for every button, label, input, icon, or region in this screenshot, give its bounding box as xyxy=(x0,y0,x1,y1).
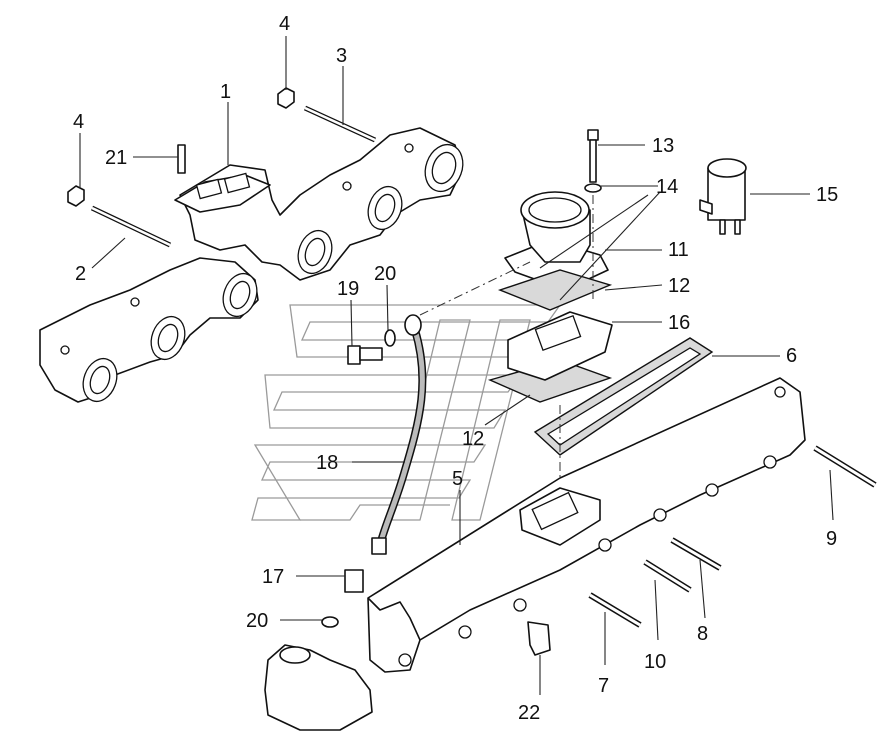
callout-16: 16 xyxy=(668,312,690,334)
callout-4-left: 4 xyxy=(73,111,84,133)
callout-1: 1 xyxy=(220,81,231,103)
alignment-lines xyxy=(419,195,594,480)
turbocharger-fragment xyxy=(264,644,373,731)
bolt-8 xyxy=(670,537,722,571)
callout-6: 6 xyxy=(786,345,797,367)
callout-20-lower: 20 xyxy=(246,610,268,632)
callout-labels: 1 2 3 4 4 5 6 7 8 9 10 11 12 12 13 14 15… xyxy=(73,13,838,724)
banjo-bolt-19 xyxy=(347,345,383,365)
sensor-15 xyxy=(699,158,747,235)
fitting-17 xyxy=(344,569,364,593)
washer-20-upper xyxy=(384,329,396,347)
stud-21 xyxy=(177,144,186,174)
callout-18: 18 xyxy=(316,452,338,474)
callout-10: 10 xyxy=(644,651,666,673)
flange-block-16 xyxy=(507,311,613,381)
callout-5: 5 xyxy=(452,468,463,490)
callout-15: 15 xyxy=(816,184,838,206)
hose-18 xyxy=(371,314,427,555)
exhaust-elbow-11 xyxy=(504,191,609,291)
bolt-13 xyxy=(587,129,599,183)
callout-14: 14 xyxy=(656,176,678,198)
callout-22: 22 xyxy=(518,702,540,724)
gasket-6 xyxy=(533,337,714,456)
callout-12-upper: 12 xyxy=(668,275,690,297)
bolt-9 xyxy=(813,445,877,488)
nut-4-top xyxy=(277,87,295,109)
callout-12-lower: 12 xyxy=(462,428,484,450)
callout-13: 13 xyxy=(652,135,674,157)
bracket-22 xyxy=(527,621,551,656)
callout-11: 11 xyxy=(668,239,689,261)
gasket-12-upper xyxy=(497,269,613,311)
callout-17: 17 xyxy=(262,566,284,588)
nut-4-left xyxy=(67,185,85,207)
callout-7: 7 xyxy=(598,675,609,697)
callout-2: 2 xyxy=(75,263,86,285)
callout-21: 21 xyxy=(105,147,127,169)
callout-9: 9 xyxy=(826,528,837,550)
callout-4-top: 4 xyxy=(279,13,290,35)
exhaust-manifold-main xyxy=(367,377,806,673)
callout-20-upper: 20 xyxy=(374,263,396,285)
exhaust-manifold-lower xyxy=(39,257,259,403)
bolt-10 xyxy=(643,559,692,593)
callout-8: 8 xyxy=(697,623,708,645)
stud-3 xyxy=(303,105,377,143)
stud-2 xyxy=(90,205,172,248)
leader-lines xyxy=(79,36,834,695)
bolt-7 xyxy=(588,592,642,628)
washer-14 xyxy=(584,183,602,193)
exhaust-manifold-upper xyxy=(174,127,464,281)
callout-3: 3 xyxy=(336,45,347,67)
washer-20-lower xyxy=(321,616,339,628)
callout-19: 19 xyxy=(337,278,359,300)
